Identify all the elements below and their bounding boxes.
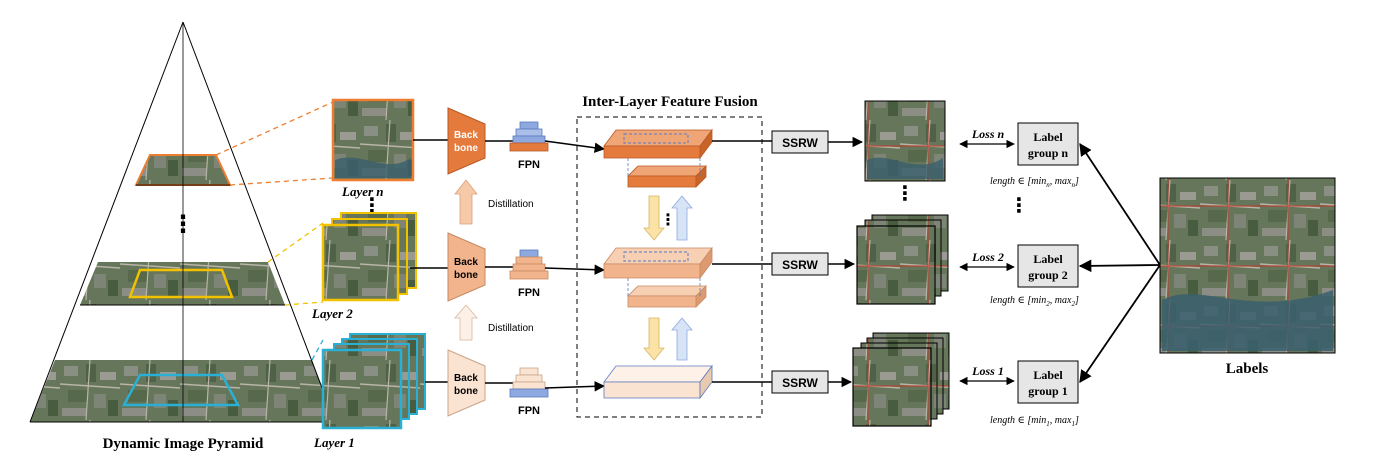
svg-text:bone: bone <box>454 386 478 397</box>
layer-n-label: Layer n <box>341 184 384 199</box>
svg-text:Back: Back <box>454 257 478 268</box>
svg-text:Label: Label <box>1033 252 1063 266</box>
fusion-title: Inter-Layer Feature Fusion <box>582 94 758 110</box>
fusion-up-arrow-upper <box>671 195 693 241</box>
svg-text:bone: bone <box>454 270 478 281</box>
backbone-1: Back bone <box>447 349 486 417</box>
pyramid-slice-2 <box>80 262 285 305</box>
length-range-n: length ∈ [minn, maxn] <box>990 176 1079 189</box>
layers-vdots: ⋮ <box>362 195 382 217</box>
svg-text:group 1: group 1 <box>1028 384 1067 398</box>
svg-text:group 2: group 2 <box>1028 268 1067 282</box>
loss-2-label: Loss 2 <box>971 250 1004 264</box>
outputs-vdots: ⋮ <box>895 183 915 205</box>
layer-n-image <box>331 98 415 182</box>
fusion-feature-1 <box>603 364 713 400</box>
layer-1-label: Layer 1 <box>313 435 355 450</box>
fusion-down-arrow-upper <box>643 195 665 241</box>
labels-caption: Labels <box>1226 361 1269 377</box>
ssrw-n: SSRW <box>771 130 829 154</box>
fpn-n <box>509 121 549 152</box>
output-n-image <box>864 100 946 182</box>
length-range-1: length ∈ [min1, max1] <box>990 415 1079 428</box>
labels-image <box>1159 177 1336 354</box>
svg-text:Back: Back <box>454 130 478 141</box>
fpn-n-label: FPN <box>518 159 540 171</box>
svg-text:group n: group n <box>1028 146 1068 160</box>
fusion-feature-n <box>603 128 713 160</box>
layer-2-image-stack <box>321 212 417 302</box>
fusion-down-arrow-lower <box>643 317 665 361</box>
ssrw-1: SSRW <box>771 370 829 394</box>
svg-text:Back: Back <box>454 373 478 384</box>
image-pyramid: ⋮ Dynamic Image Pyramid <box>29 21 336 452</box>
output-1-image-stack <box>852 332 950 427</box>
distillation-arrow-lower <box>454 304 478 341</box>
distillation-label-upper: Distillation <box>488 199 534 210</box>
fusion-vdots: ⋮ <box>660 212 676 229</box>
loss-n-label: Loss n <box>971 127 1005 141</box>
label-groups-vdots: ⋮ <box>1009 195 1029 217</box>
length-range-2: length ∈ [min2, max2] <box>990 295 1079 308</box>
fusion-feature-2-sub <box>627 285 707 308</box>
ssrw-2: SSRW <box>771 252 829 276</box>
fusion-feature-2 <box>603 246 713 280</box>
layer-2-label: Layer 2 <box>311 306 353 321</box>
pyramid-vdots: ⋮ <box>171 211 195 238</box>
output-2-image-stack <box>856 214 949 305</box>
pyramid-slice-1 <box>30 360 335 422</box>
fpn-1-label: FPN <box>518 405 540 417</box>
backbone-n: Back bone <box>447 107 486 175</box>
svg-text:Label: Label <box>1033 368 1063 382</box>
svg-text:SSRW: SSRW <box>782 376 818 390</box>
svg-text:bone: bone <box>454 143 478 154</box>
fusion-box <box>576 116 763 418</box>
fpn-2 <box>509 249 549 280</box>
pyramid-roi-2 <box>128 268 234 299</box>
label-group-2: Label group 2 <box>1017 244 1079 288</box>
backbone-2: Back bone <box>447 232 486 302</box>
fpn-2-label: FPN <box>518 287 540 299</box>
fpn-1 <box>509 367 549 398</box>
loss-1-label: Loss 1 <box>971 364 1004 378</box>
pyramid-roi-1 <box>121 373 241 407</box>
layer-1-image-stack <box>321 333 426 430</box>
distillation-arrow-upper <box>454 179 478 225</box>
fusion-up-arrow-lower <box>671 317 693 361</box>
svg-text:Label: Label <box>1033 130 1063 144</box>
label-group-1: Label group 1 <box>1017 360 1079 404</box>
label-group-n: Label group n <box>1017 122 1079 166</box>
svg-text:SSRW: SSRW <box>782 136 818 150</box>
distillation-label-lower: Distillation <box>488 323 534 334</box>
pyramid-title: Dynamic Image Pyramid <box>103 436 264 452</box>
svg-text:SSRW: SSRW <box>782 258 818 272</box>
fusion-feature-n-sub <box>627 165 707 188</box>
